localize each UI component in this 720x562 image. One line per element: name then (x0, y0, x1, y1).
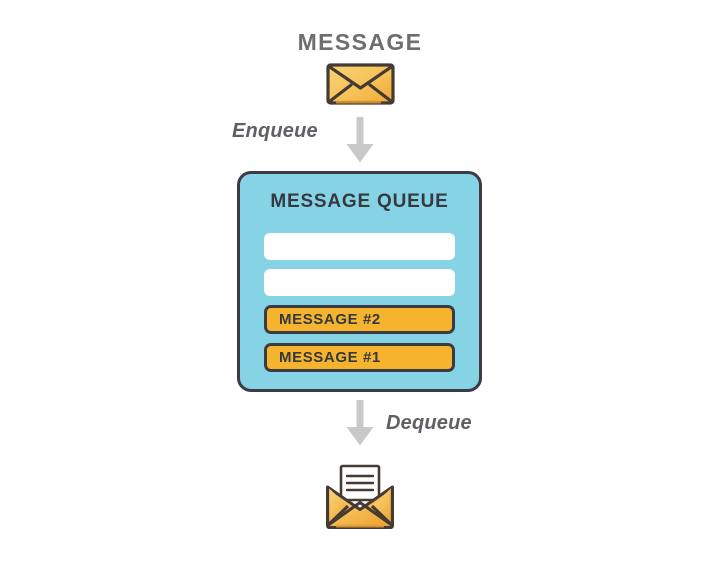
queue-title: MESSAGE QUEUE (270, 191, 449, 212)
closed-envelope-icon (326, 63, 395, 105)
queue-slot-empty (264, 269, 455, 296)
enqueue-label: Enqueue (232, 120, 318, 142)
queue-slot-label: MESSAGE #2 (279, 311, 381, 328)
queue-slot-message[interactable]: MESSAGE #1 (264, 343, 455, 372)
arrow-down-icon-dequeue (343, 400, 377, 448)
arrow-down-icon-enqueue (343, 117, 377, 165)
queue-slot-label: MESSAGE #1 (279, 349, 381, 366)
queue-slot-empty (264, 233, 455, 260)
queue-slot-message[interactable]: MESSAGE #2 (264, 305, 455, 334)
message-queue-box: MESSAGE QUEUE MESSAGE #2 MESSAGE #1 (237, 171, 482, 392)
dequeue-label: Dequeue (386, 412, 472, 434)
page-title: MESSAGE (297, 29, 423, 55)
queue-slot-list: MESSAGE #2 MESSAGE #1 (264, 233, 455, 381)
open-envelope-with-letter-icon (324, 462, 396, 530)
